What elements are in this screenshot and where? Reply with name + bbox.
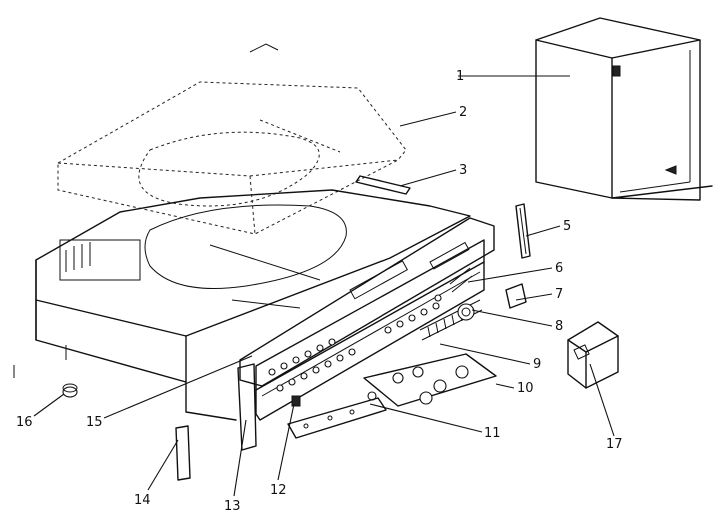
dust-cover (57, 43, 407, 235)
callout-5: 5 (563, 219, 571, 234)
speaker-cabinet (535, 17, 713, 201)
side-bracket (515, 203, 531, 259)
callout-11: 11 (484, 426, 501, 441)
callout-14: 14 (134, 493, 151, 508)
callout-12: 12 (270, 483, 287, 498)
callout-16: 16 (16, 415, 33, 430)
foot-strip (175, 425, 191, 481)
hinge-strip (355, 175, 411, 195)
callout-1: 1 (456, 69, 464, 84)
console-cabinet (13, 189, 471, 421)
bezel-module (567, 321, 619, 389)
clip-bracket (505, 283, 527, 309)
callout-9: 9 (533, 357, 541, 372)
knob-board (363, 353, 497, 407)
control-panel (239, 217, 495, 421)
round-foot (62, 383, 78, 398)
leader-lines (33, 75, 615, 497)
callout-13: 13 (224, 499, 241, 514)
callout-3: 3 (459, 163, 467, 178)
callout-7: 7 (555, 287, 563, 302)
callout-10: 10 (517, 381, 534, 396)
callout-8: 8 (555, 319, 563, 334)
callout-2: 2 (459, 105, 467, 120)
callout-15: 15 (86, 415, 103, 430)
side-trim (237, 363, 257, 451)
callout-17: 17 (606, 437, 623, 452)
callout-6: 6 (555, 261, 563, 276)
callout-labels: 1 2 3 5 6 7 8 9 10 11 12 13 14 15 16 17 (16, 69, 623, 514)
lower-strip (287, 397, 387, 439)
